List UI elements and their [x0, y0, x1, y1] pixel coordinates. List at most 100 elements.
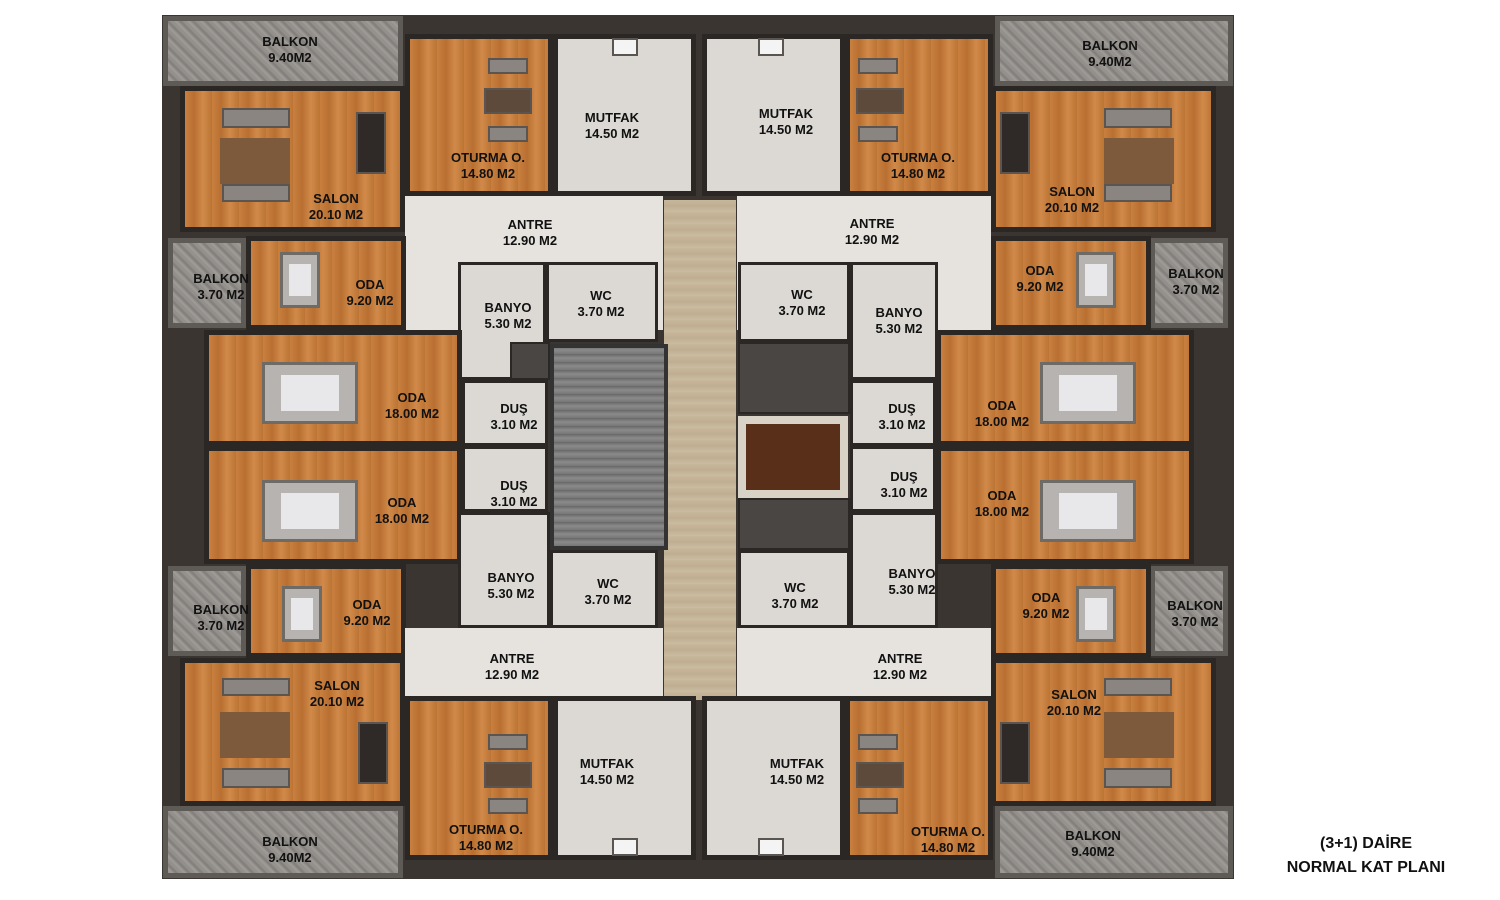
salon-rug: [220, 138, 290, 184]
room-area: 3.70 M2: [584, 592, 632, 607]
dining-table: [356, 112, 386, 174]
mutfak-top-left: [553, 34, 696, 196]
room-name: OTURMA O.: [881, 150, 955, 165]
plan-caption-line1: (3+1) DAİRE: [1319, 835, 1413, 852]
room-name: ANTRE: [849, 216, 895, 231]
balcony-right-2: [1150, 566, 1228, 656]
room-name: BANYO: [487, 570, 535, 585]
oturma-bottom-left: [405, 696, 553, 860]
room-name: BALKON: [193, 602, 249, 617]
room-name: BALKON: [1167, 598, 1223, 613]
room-area: 12.90 M2: [844, 232, 900, 247]
coffee-table: [484, 88, 532, 114]
room-area: 18.00 M2: [974, 414, 1030, 429]
room-name: ODA: [1031, 590, 1061, 605]
room-area: 3.70 M2: [197, 287, 245, 302]
salon-rug: [1104, 712, 1174, 758]
room-name: ODA: [387, 495, 417, 510]
room-name: WC: [597, 576, 619, 591]
balcony-bottom-left: [163, 806, 403, 878]
antre-bottom-right: [737, 628, 991, 696]
room-area: 20.10 M2: [1044, 200, 1100, 215]
banyo-bottom-left: [458, 512, 550, 628]
armchair: [488, 126, 528, 142]
single-bed: [1076, 586, 1116, 642]
banyo-top-right: [850, 262, 938, 380]
shaft-right: [738, 342, 850, 414]
room-name: SALON: [1049, 184, 1095, 199]
room-name: BALKON: [1065, 828, 1121, 843]
room-area: 3.70 M2: [1171, 614, 1219, 629]
wc-top-left: [546, 262, 658, 342]
oda-left-4: [246, 564, 406, 658]
room-area: 9.40M2: [1088, 54, 1132, 69]
room-area: 9.40M2: [1071, 844, 1115, 859]
room-area: 3.10 M2: [490, 417, 538, 432]
armchair: [488, 734, 528, 750]
oda-right-1: [991, 236, 1151, 330]
room-area: 9.20 M2: [1022, 606, 1070, 621]
antre-bottom-left: [405, 628, 663, 696]
mutfak-bottom-right: [702, 696, 845, 860]
room-name: BALKON: [1082, 38, 1138, 53]
room-area: 3.10 M2: [490, 494, 538, 509]
sofa: [1104, 108, 1172, 128]
sink: [758, 838, 784, 856]
sink: [758, 38, 784, 56]
room-area: 3.70 M2: [771, 596, 819, 611]
wc-bottom-left: [550, 550, 658, 628]
room-name: DUŞ: [500, 478, 528, 493]
room-area: 20.10 M2: [309, 694, 365, 709]
room-area: 3.70 M2: [778, 303, 826, 318]
armchair: [858, 734, 898, 750]
wc-bottom-right: [738, 550, 850, 628]
sink: [612, 38, 638, 56]
room-name: DUŞ: [500, 401, 528, 416]
coffee-table: [856, 762, 904, 788]
coffee-table: [856, 88, 904, 114]
balcony-top-left: [163, 16, 403, 86]
room-name: ODA: [1025, 263, 1055, 278]
room-label: OTURMA O.14.80 M2: [451, 150, 525, 182]
room-area: 12.90 M2: [872, 667, 928, 682]
room-area: 9.20 M2: [343, 613, 391, 628]
armchair: [858, 798, 898, 814]
room-area: 3.70 M2: [577, 304, 625, 319]
room-name: BALKON: [262, 34, 318, 49]
room-name: WC: [590, 288, 612, 303]
elevator: [738, 416, 848, 498]
oda-right-3: [936, 446, 1194, 564]
shaft-left: [510, 342, 550, 380]
armchair: [488, 798, 528, 814]
salon-rug: [220, 712, 290, 758]
sofa: [1104, 184, 1172, 202]
sofa: [222, 678, 290, 696]
room-label: OTURMA O.14.80 M2: [881, 150, 955, 182]
room-area: 3.10 M2: [880, 485, 928, 500]
room-area: 14.50 M2: [758, 122, 814, 137]
room-name: BALKON: [193, 271, 249, 286]
room-name: SALON: [314, 678, 360, 693]
room-area: 14.80 M2: [920, 840, 976, 855]
room-area: 12.90 M2: [484, 667, 540, 682]
